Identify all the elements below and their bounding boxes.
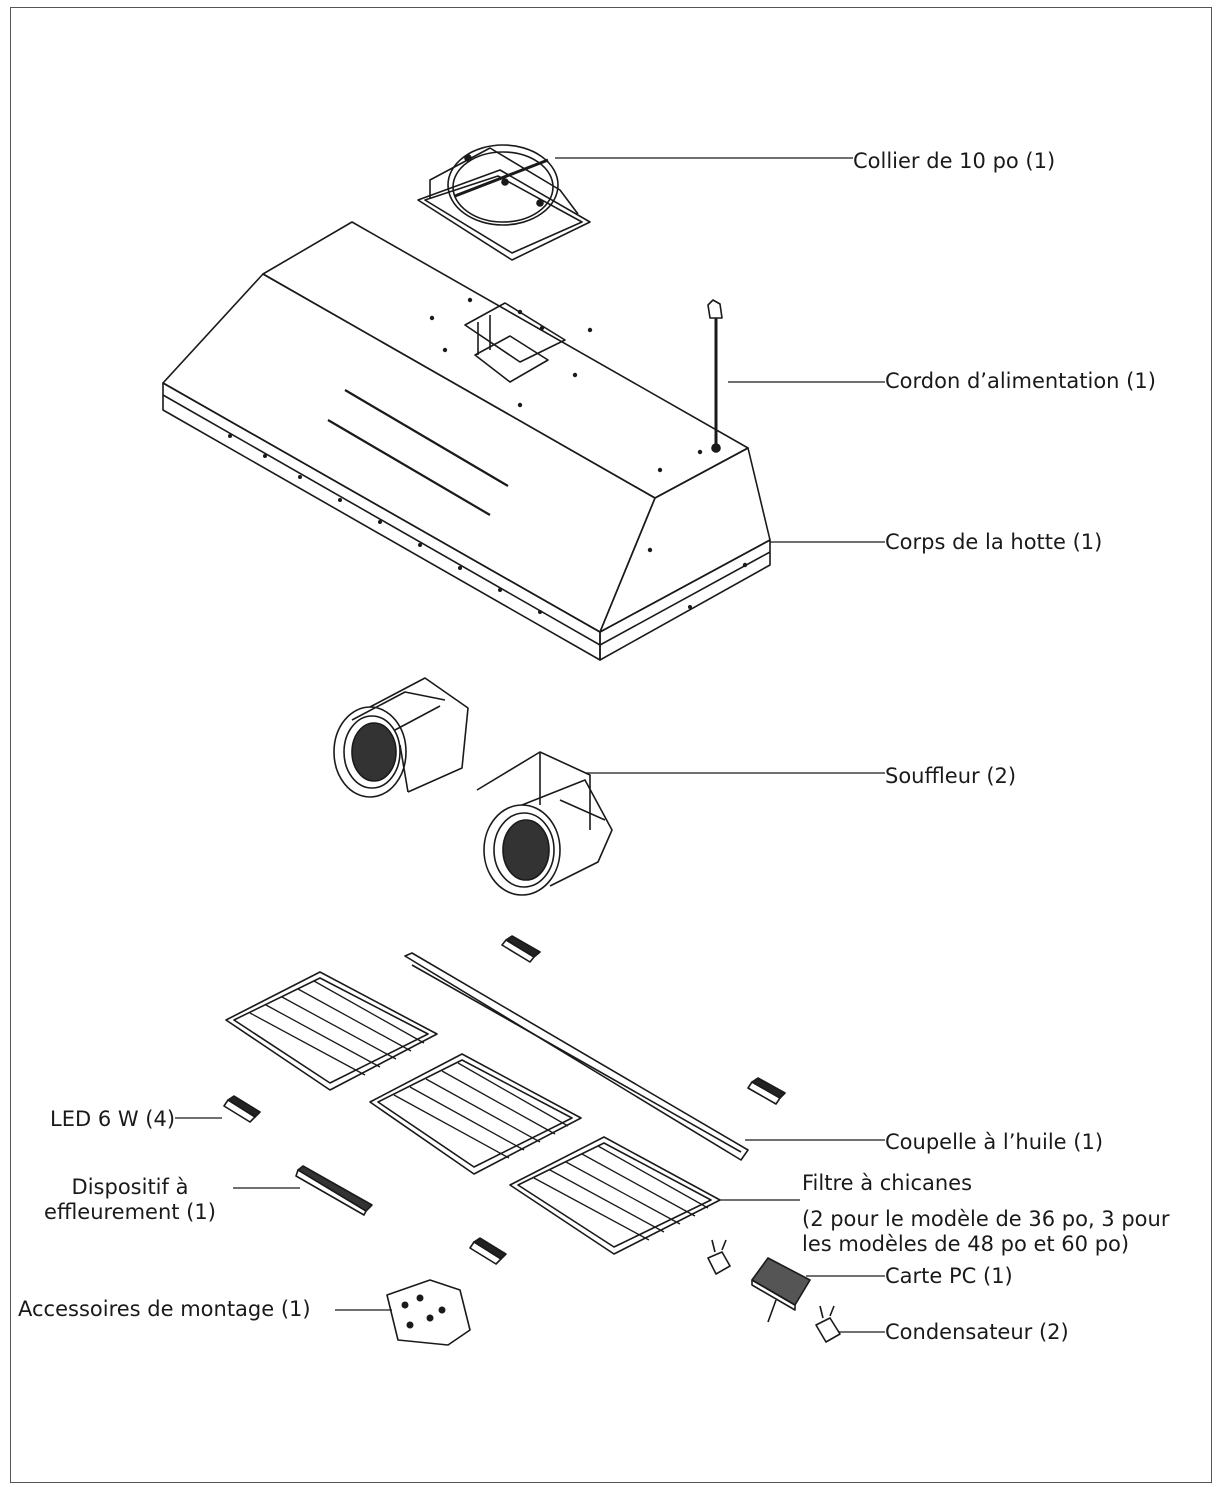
oil-cup-part: [404, 952, 749, 1161]
hood-body-part: [162, 221, 771, 661]
baffle-filter-3: [509, 1136, 721, 1255]
blower-label: Souffleur (2): [885, 764, 1017, 788]
pcb-part: [751, 1257, 811, 1323]
pcb-label: Carte PC (1): [885, 1264, 1013, 1288]
power-cord-label: Cordon d’alimentation (1): [885, 369, 1156, 393]
blower-part-right: [476, 751, 613, 896]
touch-control-label-line2: effleurement (1): [44, 1200, 216, 1224]
blower-part-left: [333, 677, 469, 798]
touch-control-part: [295, 1165, 373, 1216]
collar-part: [417, 144, 591, 261]
baffle-filter-2: [369, 1053, 582, 1175]
touch-control-label-line1: Dispositif à: [71, 1175, 189, 1199]
mounting-hardware-label: Accessoires de montage (1): [18, 1297, 311, 1321]
leader-lines: [175, 157, 885, 1333]
capacitor-parts: [707, 1239, 841, 1343]
led-parts: [223, 935, 786, 1265]
baffle-filter-label: Filtre à chicanes: [802, 1171, 973, 1195]
mounting-hardware-part: [386, 1279, 471, 1346]
baffle-filter-1: [225, 971, 438, 1091]
baffle-filter-note-line1: (2 pour le modèle de 36 po, 3 pour: [802, 1207, 1170, 1231]
oil-cup-label: Coupelle à l’huile (1): [885, 1130, 1104, 1154]
hood-body-label: Corps de la hotte (1): [885, 530, 1103, 554]
collar-label: Collier de 10 po (1): [853, 149, 1056, 173]
baffle-filter-note-line2: les modèles de 48 po et 60 po): [802, 1232, 1130, 1256]
led-label: LED 6 W (4): [50, 1107, 176, 1131]
capacitor-label: Condensateur (2): [885, 1320, 1069, 1344]
diagram-frame: [10, 7, 1212, 1483]
